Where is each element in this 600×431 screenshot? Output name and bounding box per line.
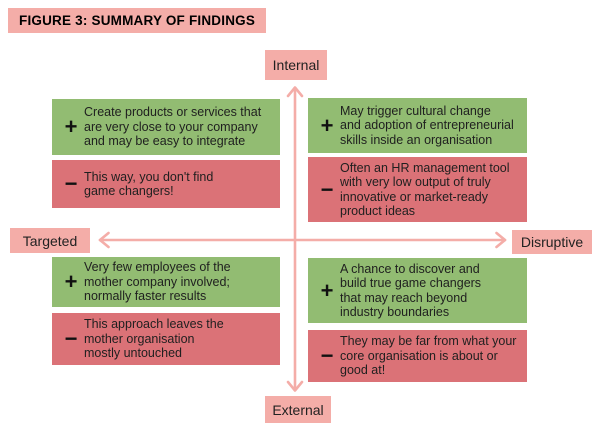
pro-text-top-right: May trigger cultural change and adoption… — [340, 103, 514, 147]
pro-box-bottom-left: + Very few employees of the mother compa… — [52, 257, 280, 307]
plus-icon: + — [64, 269, 78, 294]
con-text-bottom-right: They may be far from what your core orga… — [340, 334, 517, 378]
plus-icon: + — [320, 277, 334, 303]
pro-box-top-right: + May trigger cultural change and adopti… — [308, 98, 527, 153]
con-box-bottom-right: − They may be far from what your core or… — [308, 330, 527, 382]
pro-text-bottom-right: A chance to discover and build true game… — [340, 261, 482, 320]
axis-label-internal: Internal — [265, 50, 327, 80]
con-text-top-right: Often an HR management tool with very lo… — [340, 160, 510, 219]
con-text-top-left: This way, you don't find game changers! — [84, 169, 214, 199]
figure-title: FIGURE 3: SUMMARY OF FINDINGS — [8, 8, 267, 33]
pro-text-top-left: Create products or services that are ver… — [84, 105, 262, 149]
pro-text-bottom-left: Very few employees of the mother company… — [84, 260, 231, 304]
axis-label-targeted: Targeted — [10, 228, 90, 253]
con-text-bottom-left: This approach leaves the mother organisa… — [84, 317, 224, 361]
horizontal-axis-arrow — [98, 231, 507, 249]
plus-icon: + — [64, 114, 78, 139]
axis-label-external: External — [265, 396, 331, 423]
minus-icon: − — [320, 176, 334, 202]
pro-box-top-left: + Create products or services that are v… — [52, 99, 280, 155]
con-box-top-right: − Often an HR management tool with very … — [308, 157, 527, 222]
minus-icon: − — [64, 326, 78, 351]
minus-icon: − — [64, 171, 78, 196]
con-box-bottom-left: − This approach leaves the mother organi… — [52, 313, 280, 365]
minus-icon: − — [320, 343, 334, 368]
plus-icon: + — [320, 112, 334, 138]
vertical-axis-arrow — [286, 86, 304, 392]
axis-label-disruptive: Disruptive — [512, 230, 592, 254]
con-box-top-left: − This way, you don't find game changers… — [52, 160, 280, 208]
pro-box-bottom-right: + A chance to discover and build true ga… — [308, 258, 527, 323]
